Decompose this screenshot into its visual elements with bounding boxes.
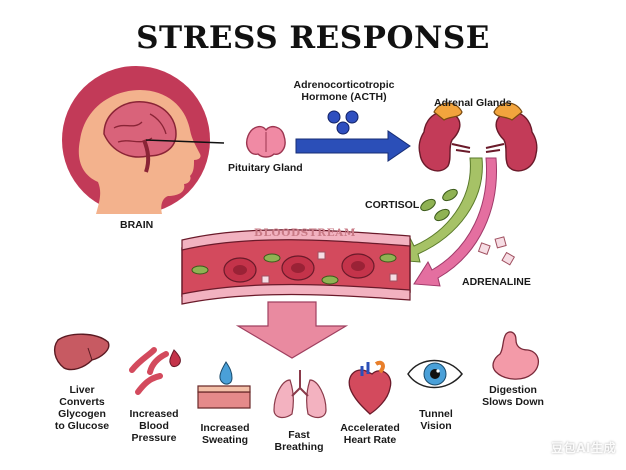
effect-label-blood-pressure: Increased Blood Pressure [129,408,179,445]
effect-label-liver: Liver Converts Glycogen to Glucose [54,384,110,433]
brain-head-illustration [62,66,225,214]
cortisol-label: CORTISOL [365,199,420,211]
adrenaline-label: ADRENALINE [462,276,531,288]
bloodstream-label: BLOODSTREAM [254,227,357,239]
effect-label-breathing: Fast Breathing [274,429,324,454]
acth-arrow [295,130,411,162]
effect-label-heart-rate: Accelerated Heart Rate [340,422,400,447]
acth-molecules-icon [327,110,359,135]
adrenal-glands-icon [418,102,538,172]
pituitary-label: Pituitary Gland [228,162,303,174]
lungs-icon [273,370,327,419]
pituitary-gland-icon [246,125,286,158]
liver-icon [53,333,110,371]
brain-label: BRAIN [120,219,154,231]
cortisol-pills-icon [420,188,458,222]
blood-vessel-icon [129,347,181,395]
eye-icon [407,359,463,389]
stomach-icon [492,331,539,380]
adrenaline-arrow [413,157,497,287]
effect-label-tunnel-vision: Tunnel Vision [419,408,453,433]
diagram-title: STRESS RESPONSE [136,20,490,56]
acth-label: Adrenocorticotropic Hormone (ACTH) [293,79,395,104]
effects-arrow [235,301,349,359]
effect-label-sweating: Increased Sweating [200,422,250,447]
adrenal-label: Adrenal Glands [434,97,512,109]
sweat-drop-icon [197,361,251,409]
adrenaline-cubes-icon [477,236,516,266]
effect-label-digestion: Digestion Slows Down [482,384,544,409]
bloodstream-vessel [181,229,411,305]
heart-icon [348,360,392,415]
watermark: 豆包AI生成 [551,441,616,455]
